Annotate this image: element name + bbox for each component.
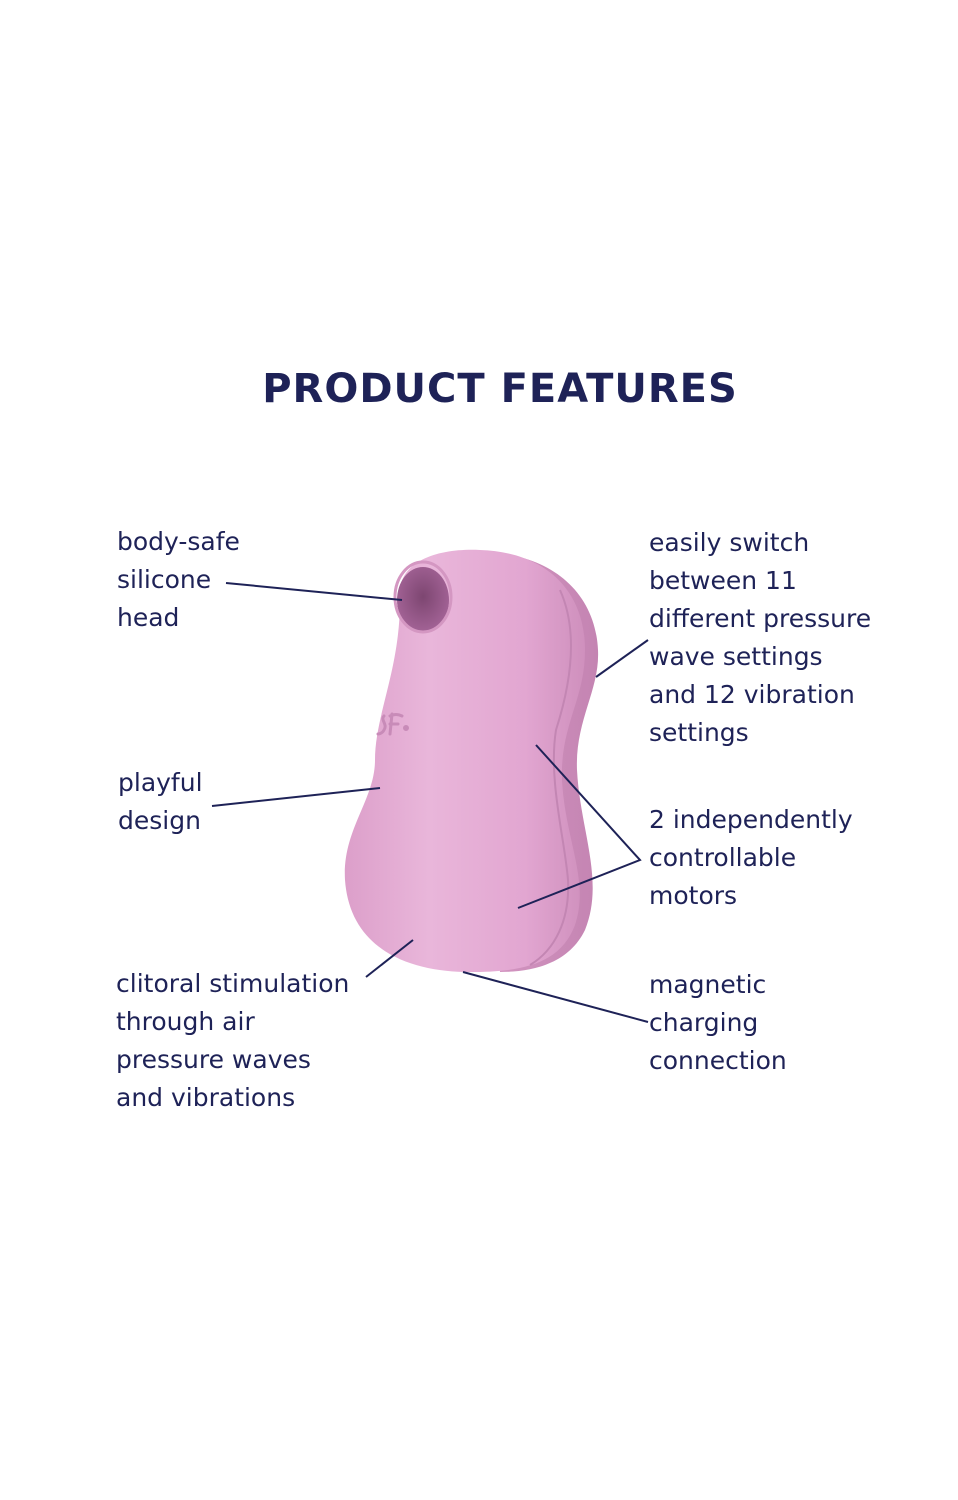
feature-stimulation-label: clitoral stimulation through air pressur… <box>116 969 350 1112</box>
callout-head-line <box>225 582 403 601</box>
page-title: PRODUCT FEATURES <box>262 366 738 412</box>
product-body <box>344 549 585 972</box>
feature-head-label: body-safe silicone head <box>117 527 240 632</box>
brand-logo-icon <box>376 712 409 736</box>
feature-settings-label: easily switch between 11 different press… <box>649 528 872 747</box>
suction-opening <box>397 567 449 633</box>
product-seam <box>529 589 572 966</box>
callout-charging-line <box>462 971 649 1023</box>
callout-design-line <box>211 787 381 807</box>
callout-stimulation-line <box>365 939 414 978</box>
callout-lines <box>211 582 649 1023</box>
callout-motors-line <box>517 744 642 909</box>
callout-settings-line <box>595 639 649 678</box>
feature-charging-label: magnetic charging connection <box>649 970 787 1075</box>
feature-design-label: playful design <box>118 768 203 835</box>
feature-motors-label: 2 independently controllable motors <box>649 805 853 910</box>
